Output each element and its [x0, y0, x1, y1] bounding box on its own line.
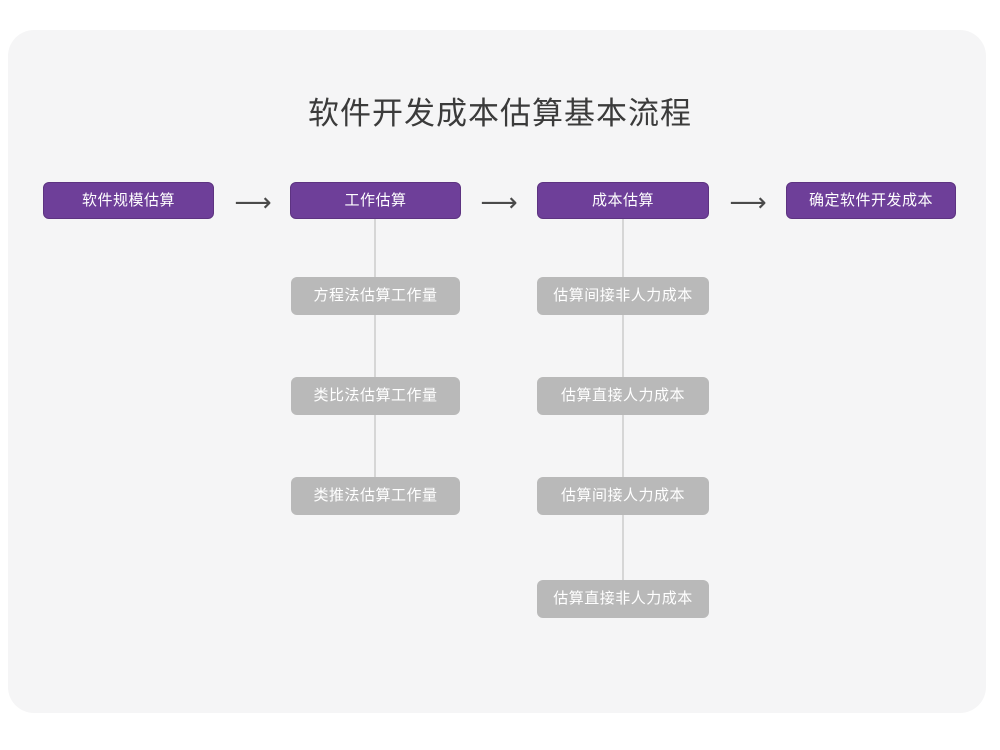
sub-node-direct-labor-cost[interactable]: 估算直接人力成本	[537, 377, 709, 415]
arrow-icon-2: ⟶	[480, 188, 518, 218]
main-node-software-scale-estimation[interactable]: 软件规模估算	[43, 182, 214, 219]
sub-node-equation-method-workload[interactable]: 方程法估算工作量	[291, 277, 460, 315]
sub-node-analogy-method-workload[interactable]: 类比法估算工作量	[291, 377, 460, 415]
main-node-cost-estimation[interactable]: 成本估算	[537, 182, 709, 219]
connector-line-branch-1	[374, 219, 376, 502]
sub-node-inference-method-workload[interactable]: 类推法估算工作量	[291, 477, 460, 515]
sub-node-direct-nonlabor-cost[interactable]: 估算直接非人力成本	[537, 580, 709, 618]
sub-node-indirect-nonlabor-cost[interactable]: 估算间接非人力成本	[537, 277, 709, 315]
main-node-work-estimation[interactable]: 工作估算	[290, 182, 461, 219]
arrow-icon-1: ⟶	[234, 188, 272, 218]
arrow-icon-3: ⟶	[729, 188, 767, 218]
main-node-determine-development-cost[interactable]: 确定软件开发成本	[786, 182, 956, 219]
diagram-card	[8, 30, 986, 713]
page-title: 软件开发成本估算基本流程	[308, 96, 692, 131]
sub-node-indirect-labor-cost[interactable]: 估算间接人力成本	[537, 477, 709, 515]
